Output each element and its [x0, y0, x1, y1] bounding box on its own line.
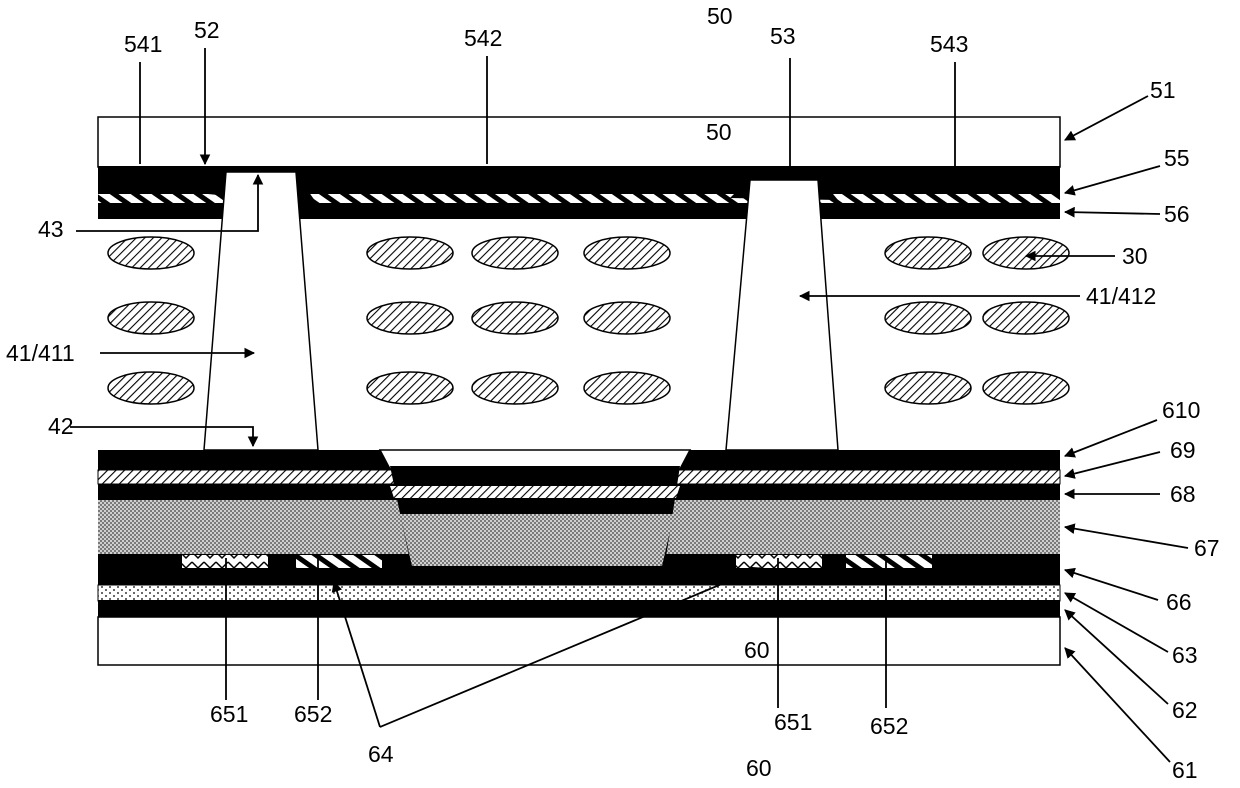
- label-53: 53: [770, 23, 796, 49]
- label-541: 541: [124, 31, 162, 57]
- label-69: 69: [1170, 437, 1196, 463]
- label-61: 61: [1172, 757, 1198, 783]
- label-60-inline: 60: [744, 637, 770, 663]
- label-50-inline: 50: [706, 119, 732, 145]
- label-41-412: 41/412: [1086, 283, 1156, 309]
- label-68: 68: [1170, 481, 1196, 507]
- label-43: 43: [38, 216, 64, 242]
- label-30: 30: [1122, 243, 1148, 269]
- label-60: 60: [746, 755, 772, 781]
- trench-fill-checker: [400, 514, 674, 566]
- trench-hatched-lining: [390, 486, 680, 498]
- label-66: 66: [1166, 589, 1192, 615]
- label-41-411: 41/411: [6, 340, 75, 366]
- electrode-651-right: [736, 555, 822, 568]
- label-651-right: 651: [774, 709, 812, 735]
- label-651-left: 651: [210, 701, 248, 727]
- label-62: 62: [1172, 697, 1198, 723]
- label-64: 64: [368, 741, 394, 767]
- label-610: 610: [1162, 397, 1200, 423]
- label-652-left: 652: [294, 701, 332, 727]
- label-542: 542: [464, 25, 502, 51]
- layer-63-dotted: [98, 585, 1060, 601]
- electrode-652-right: [846, 555, 932, 568]
- label-50: 50: [707, 3, 733, 29]
- label-63: 63: [1172, 642, 1198, 668]
- electrode-651-left: [182, 555, 268, 568]
- label-51: 51: [1150, 77, 1176, 103]
- layer-62: [98, 600, 1060, 618]
- label-55: 55: [1164, 145, 1190, 171]
- label-56: 56: [1164, 201, 1190, 227]
- label-52: 52: [194, 17, 220, 43]
- label-67: 67: [1194, 535, 1220, 561]
- electrode-652-left: [296, 555, 382, 568]
- bottom-substrate-60: [98, 617, 1060, 665]
- spacer-41-412: [726, 180, 838, 450]
- top-substrate-50: [98, 117, 1060, 167]
- label-652-right: 652: [870, 713, 908, 739]
- label-543: 543: [930, 31, 968, 57]
- label-42: 42: [48, 413, 74, 439]
